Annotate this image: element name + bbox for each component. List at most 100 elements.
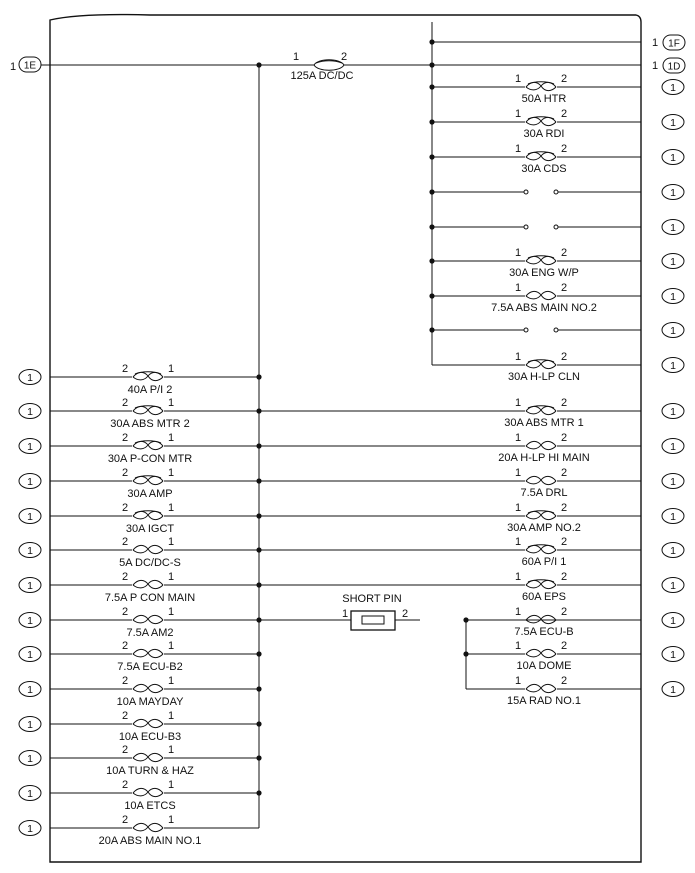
input-terminal: 1 — [18, 473, 42, 489]
fuse-symbol — [525, 150, 557, 162]
fuse-symbol — [132, 474, 164, 486]
main-feed-connector-label: 1E — [24, 61, 37, 72]
fuse-pin-left: 1 — [515, 536, 521, 548]
output-terminal: 1 — [661, 288, 685, 304]
output-1d-pin: 1 — [652, 60, 658, 72]
output-terminal: 1 — [661, 219, 685, 235]
fuse-pin-left: 1 — [515, 502, 521, 514]
input-terminal-label: 1 — [27, 823, 33, 835]
fuse-symbol — [132, 578, 164, 590]
fuse-label: 10A ECU-B3 — [119, 731, 181, 743]
fuse-pin-right: 2 — [561, 397, 567, 409]
output-terminal-label: 1 — [670, 222, 676, 234]
right-bus-circuit — [429, 189, 641, 195]
fuse-label: 30A AMP — [127, 488, 172, 500]
input-terminal-label: 1 — [27, 615, 33, 627]
output-terminal: 1 — [661, 542, 685, 558]
fuse-pin-left: 1 — [515, 640, 521, 652]
output-terminal: 1 — [661, 322, 685, 338]
fuse-pin-right: 1 — [168, 779, 174, 791]
fuse-symbol — [525, 254, 557, 266]
fuse-pin-right: 1 — [168, 744, 174, 756]
fuse-pin-right: 2 — [561, 502, 567, 514]
fuse-label: 7.5A ABS MAIN NO.2 — [491, 302, 597, 314]
fuse-label: 7.5A P CON MAIN — [105, 592, 195, 604]
top-right-outputs: 1 1F 1 1D — [429, 34, 686, 74]
output-terminal: 1 — [661, 114, 685, 130]
fuse-label: 30A ABS MTR 1 — [504, 417, 583, 429]
fuse-pin-right: 2 — [561, 247, 567, 259]
fuse-label: 30A AMP NO.2 — [507, 522, 581, 534]
output-1f-terminal — [662, 34, 686, 51]
left-bus-circuit-junction — [256, 651, 262, 657]
open-circuit-terminal-right — [553, 189, 559, 195]
left-bus-circuit-junction — [256, 755, 262, 761]
output-terminal-label: 1 — [670, 441, 676, 453]
fuse-pin-left: 2 — [122, 779, 128, 791]
fuse-pin-left: 2 — [122, 432, 128, 444]
fuse-pin-right: 1 — [168, 467, 174, 479]
output-terminal: 1 — [661, 612, 685, 628]
fuse-label: 7.5A ECU-B — [514, 626, 573, 638]
fuse-pin-right: 2 — [561, 73, 567, 85]
open-circuit-terminal-left — [523, 224, 529, 230]
output-1f-pin: 1 — [652, 37, 658, 49]
output-terminal: 1 — [661, 577, 685, 593]
main-fuse-pin-left: 1 — [293, 51, 299, 63]
open-circuit-terminal-right — [553, 224, 559, 230]
fuse-pin-left: 1 — [515, 467, 521, 479]
input-terminal: 1 — [18, 542, 42, 558]
fuse-pin-right: 1 — [168, 814, 174, 826]
main-feed-pin-label: 1 — [10, 61, 16, 73]
output-terminal-label: 1 — [670, 187, 676, 199]
fuse-label: 40A P/I 2 — [128, 384, 173, 396]
output-terminal: 1 — [661, 646, 685, 662]
fuse-symbol — [525, 578, 557, 590]
fuse-pin-left: 2 — [122, 397, 128, 409]
fuse-pin-right: 2 — [561, 571, 567, 583]
input-terminal: 1 — [18, 612, 42, 628]
fuse-label: 30A ABS MTR 2 — [110, 418, 189, 430]
fuse-symbol — [132, 543, 164, 555]
open-circuit-terminal-left — [523, 189, 529, 195]
fuse-symbol — [525, 682, 557, 694]
input-terminal: 1 — [18, 403, 42, 419]
input-terminal-label: 1 — [27, 476, 33, 488]
fuse-pin-left: 1 — [515, 571, 521, 583]
fuse-symbol — [132, 404, 164, 416]
fuse-pin-right: 2 — [561, 606, 567, 618]
right-bus-circuit — [429, 327, 641, 333]
output-terminal: 1 — [661, 184, 685, 200]
short-pin-block: SHORT PIN 1 2 — [259, 593, 641, 631]
main-fuse-symbol — [313, 56, 345, 74]
fuse-pin-right: 2 — [561, 640, 567, 652]
short-pin-pin-left: 1 — [342, 608, 348, 620]
fuse-pin-right: 1 — [168, 397, 174, 409]
input-terminal: 1 — [18, 716, 42, 732]
input-terminal-label: 1 — [27, 788, 33, 800]
fuse-label: 15A RAD NO.1 — [507, 695, 581, 707]
right-long-circuit: 1 2 30A AMP NO.2 — [259, 502, 641, 534]
fuse-label: 50A HTR — [522, 93, 567, 105]
fuse-pin-left: 1 — [515, 282, 521, 294]
fuse-pin-right: 1 — [168, 432, 174, 444]
output-terminal-label: 1 — [670, 82, 676, 94]
right-bus-junction — [429, 62, 435, 68]
fuse-pin-right: 2 — [561, 675, 567, 687]
fuse-symbol — [525, 289, 557, 301]
output-terminal-label: 1 — [670, 476, 676, 488]
fuse-pin-left: 2 — [122, 675, 128, 687]
input-terminal: 1 — [18, 681, 42, 697]
